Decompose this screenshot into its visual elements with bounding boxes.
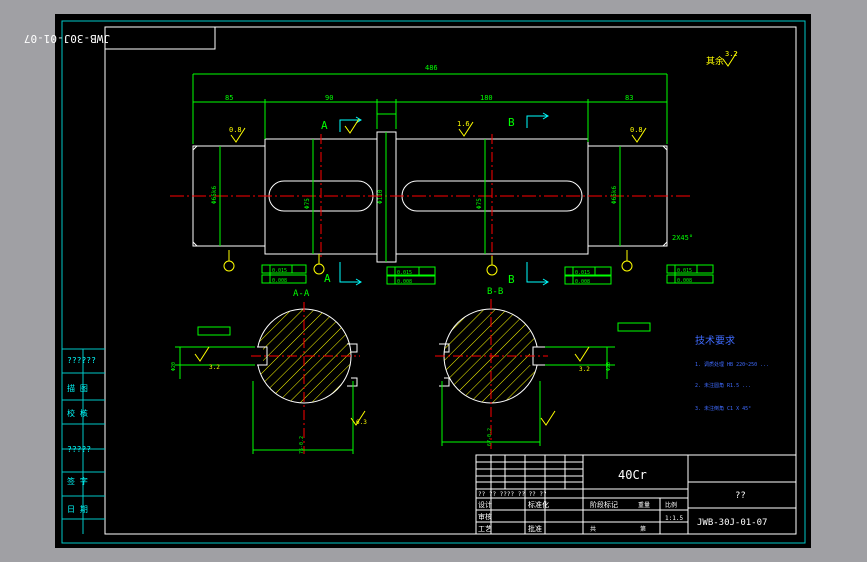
tb-scale: 1:1.5 [665,515,683,522]
tech-item-1: 2. 未注圆角 R1.5 ... [695,382,751,389]
svg-text:0.015: 0.015 [677,268,692,274]
tb-material: 40Cr [618,468,647,482]
svg-text:0.008: 0.008 [272,278,287,284]
section-dim-texts: Φ20 75-0.2 Φ20 67-0.2 [171,362,612,454]
section-roughness: 3.2 3.2 6.3 [209,364,590,426]
dimension-lines [192,73,668,144]
left-col-label-4: 签 字 [67,476,88,486]
section-aa-view [249,302,360,454]
svg-text:Φ20: Φ20 [606,362,612,371]
dim-mid-seg: 90 [325,94,333,102]
dim-left-seg: 85 [225,94,233,102]
tb-qty-mark: ?? [735,491,746,501]
roughness-symbols [230,118,647,143]
tb-sheet-label: 共 [590,525,596,533]
svg-text:Φ65k6: Φ65k6 [211,186,218,204]
drawing-svg: ?????? 描 图 校 核 ????? 签 字 日 期 JWB-30J-01-… [24,20,806,544]
section-bb-title: B-B [487,287,503,297]
svg-text:67-0.2: 67-0.2 [487,428,493,446]
dim-overall: 486 [425,64,438,72]
tb-row-4: 批准 [528,524,542,533]
tb-row-3: 标准化 [528,500,549,509]
tb-sheet-label2: 第 [640,525,646,533]
svg-text:Φ65k6: Φ65k6 [611,186,618,204]
outer-border [61,20,806,544]
title-block [475,454,797,535]
datum-markers [223,250,633,276]
section-a-top: A [321,119,328,132]
roughness-general-note: 其余 [706,55,724,67]
tb-weight-label: 重量 [638,501,650,509]
section-b-bottom: B [508,273,515,286]
tb-row-1: 审核 [478,512,492,521]
svg-text:0.015: 0.015 [575,270,590,276]
shaft-outline [192,131,668,263]
tb-row-0: 设计 [478,500,492,509]
left-col-label-2: 校 核 [67,408,88,418]
left-col-label-1: 描 图 [67,383,88,393]
svg-text:0.015: 0.015 [397,270,412,276]
part-code-box [104,26,216,50]
drawing-sheet: ?????? 描 图 校 核 ????? 签 字 日 期 JWB-30J-01-… [24,14,811,548]
inner-border [104,26,797,535]
section-dims [175,322,651,454]
svg-text:0.015: 0.015 [272,268,287,274]
chamfer-right-label: 2X45° [672,234,693,242]
part-code-top: JWB-30J-01-07 [24,32,110,45]
left-col-label-0: ?????? [67,356,96,365]
tol-c: 0.8 [630,126,643,134]
svg-text:Φ20: Φ20 [171,362,177,371]
tech-item-0: 1. 调质处理 HB 220~250 ... [695,361,769,368]
roughness-symbol-top [722,51,738,67]
feature-control-frames [261,264,714,285]
left-col-label-3: ????? [67,445,91,454]
dim-right-seg: 83 [625,94,633,102]
section-arrows [339,112,549,286]
tb-stage-label: 阶段标记 [590,500,618,509]
svg-text:Φ75: Φ75 [476,198,483,209]
diameter-dims [219,132,621,262]
section-aa-title: A-A [293,289,310,299]
section-bb-view [435,299,548,449]
left-binding-column [62,348,105,534]
dim-right-main: 180 [480,94,493,102]
tb-sig-header: ?? ?? ???? ?? ?? ?? [478,491,547,498]
tb-row-2: 工艺 [478,525,492,533]
svg-text:6.3: 6.3 [356,419,367,426]
roughness-general-value: 3.2 [725,50,738,58]
fcf-texts: 0.015 0.008 0.015 0.008 0.015 0.008 0.01… [272,268,692,285]
svg-text:3.2: 3.2 [209,364,220,371]
svg-text:Φ110: Φ110 [377,189,384,204]
svg-text:0.008: 0.008 [397,279,412,285]
svg-text:3.2: 3.2 [579,366,590,373]
svg-text:0.008: 0.008 [677,278,692,284]
tb-drawing-number: JWB-30J-01-07 [697,518,767,528]
left-col-label-5: 日 期 [67,505,88,514]
section-roughness-symbols [194,346,590,426]
tech-item-2: 3. 未注倒角 C1 X 45° [695,405,751,412]
tb-ratio-label: 比例 [665,501,677,509]
tol-a: 0.8 [229,126,242,134]
section-a-bottom: A [324,272,331,285]
tol-b: 1.6 [457,120,470,128]
section-b-top: B [508,116,515,129]
svg-text:75-0.2: 75-0.2 [299,436,305,454]
diameter-texts: Φ65k6 Φ75 Φ110 Φ75 Φ65k6 [211,186,618,209]
svg-text:0.008: 0.008 [575,279,590,285]
svg-text:Φ75: Φ75 [304,198,311,209]
tech-title: 技术要求 [695,334,735,347]
